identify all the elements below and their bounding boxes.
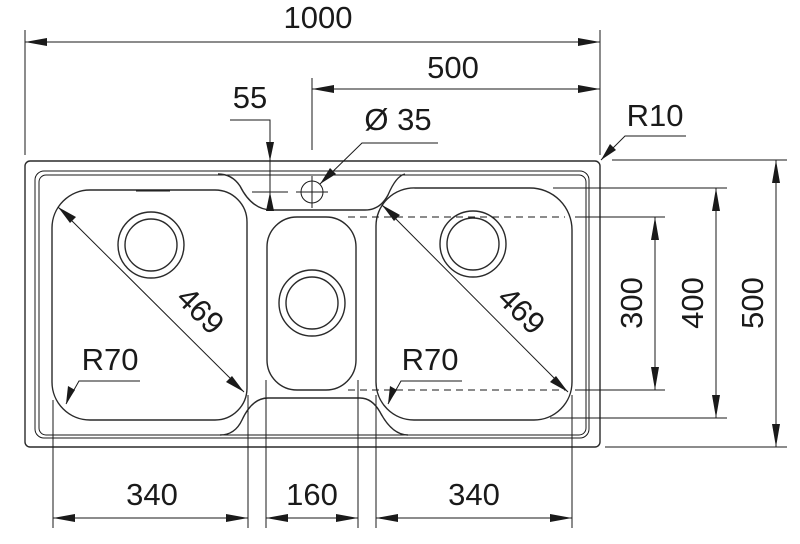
right-bowl-radius-label: R70: [402, 342, 459, 377]
arrow-down: [651, 367, 659, 390]
tap-hole-diameter-label: Ø 35: [364, 102, 431, 137]
right-drain-inner: [446, 217, 500, 271]
arrow-left: [266, 514, 288, 522]
sink-outline: [24, 160, 601, 448]
dim-center-bowl-width: 160: [265, 380, 359, 528]
right-bowl: [375, 187, 573, 421]
center-bowl: [266, 216, 357, 391]
dim-outer-radius: R10: [600, 98, 686, 161]
right-bowl-outline: [375, 187, 573, 421]
arrow-left: [25, 38, 47, 46]
leader: [230, 119, 271, 192]
arrow-left: [312, 85, 334, 93]
tap-hole: [252, 176, 328, 208]
dim-right-bowl-radius: R70: [387, 342, 462, 405]
inner-rim-2: [38, 174, 587, 436]
dim-overall-depth: 500: [605, 159, 787, 448]
arrow-up: [712, 188, 720, 211]
right-drain-outer: [439, 210, 507, 278]
overall-width-label: 1000: [284, 0, 353, 35]
dim-depth-300: 300: [575, 216, 665, 391]
dim-overall-width: 1000: [24, 0, 601, 155]
left-bowl-outline: [51, 189, 248, 421]
dim-tap-hole-diameter: Ø 35: [319, 102, 438, 185]
leader: [319, 142, 438, 185]
dim-right-bowl-width: 340: [375, 395, 573, 528]
inner-rim-1: [34, 170, 590, 439]
dim-left-bowl-radius: R70: [65, 342, 140, 405]
arrow-up: [772, 160, 780, 183]
left-drain-inner: [124, 218, 178, 272]
depth-400-label: 400: [675, 277, 710, 329]
arrow-left: [53, 514, 75, 522]
arrow-right: [578, 38, 600, 46]
arrow-left: [376, 514, 398, 522]
depth-300-label: 300: [614, 277, 649, 329]
leader: [65, 380, 140, 405]
arrow-down: [266, 142, 274, 161]
center-drain-outer: [278, 269, 346, 337]
center-bowl-width-label: 160: [286, 477, 338, 512]
arrow-up: [266, 192, 274, 211]
dim-depth-400: 400: [550, 187, 727, 419]
arrow-top: [382, 205, 400, 221]
left-bowl: [51, 189, 248, 421]
arrow: [388, 386, 397, 404]
arrow: [66, 386, 75, 404]
tap-ledge-top: [217, 173, 406, 211]
outer-radius-label: R10: [627, 98, 684, 133]
arrow-bottom: [550, 376, 568, 392]
arrow-down: [712, 395, 720, 418]
overall-depth-label: 500: [735, 277, 770, 329]
dim-line: [57, 206, 245, 393]
ledge-bottom: [219, 397, 409, 436]
left-diagonal-label: 469: [170, 280, 231, 341]
tap-offset-label: 55: [233, 80, 267, 115]
arrow: [601, 144, 616, 160]
arrow-right: [336, 514, 358, 522]
arrow-top: [58, 207, 76, 223]
dim-half-width: 500: [311, 50, 600, 150]
left-drain-outer: [117, 211, 185, 279]
left-bowl-width-label: 340: [126, 477, 178, 512]
left-bowl-radius-label: R70: [82, 342, 139, 377]
dim-left-bowl-width: 340: [52, 395, 249, 528]
center-drain-inner: [285, 276, 339, 330]
arrow-right: [226, 514, 248, 522]
dim-line: [381, 204, 569, 393]
arrow-bottom: [226, 376, 244, 392]
arrow: [320, 168, 336, 184]
right-bowl-width-label: 340: [448, 477, 500, 512]
arrow-right: [578, 85, 600, 93]
dim-tap-offset: 55: [230, 80, 274, 211]
outer-rim: [24, 160, 601, 448]
right-diagonal-label: 469: [491, 280, 552, 341]
arrow-right: [550, 514, 572, 522]
half-width-label: 500: [427, 50, 479, 85]
arrow-down: [772, 424, 780, 447]
leader: [387, 380, 462, 405]
arrow-up: [651, 217, 659, 240]
center-bowl-outline: [266, 216, 357, 391]
